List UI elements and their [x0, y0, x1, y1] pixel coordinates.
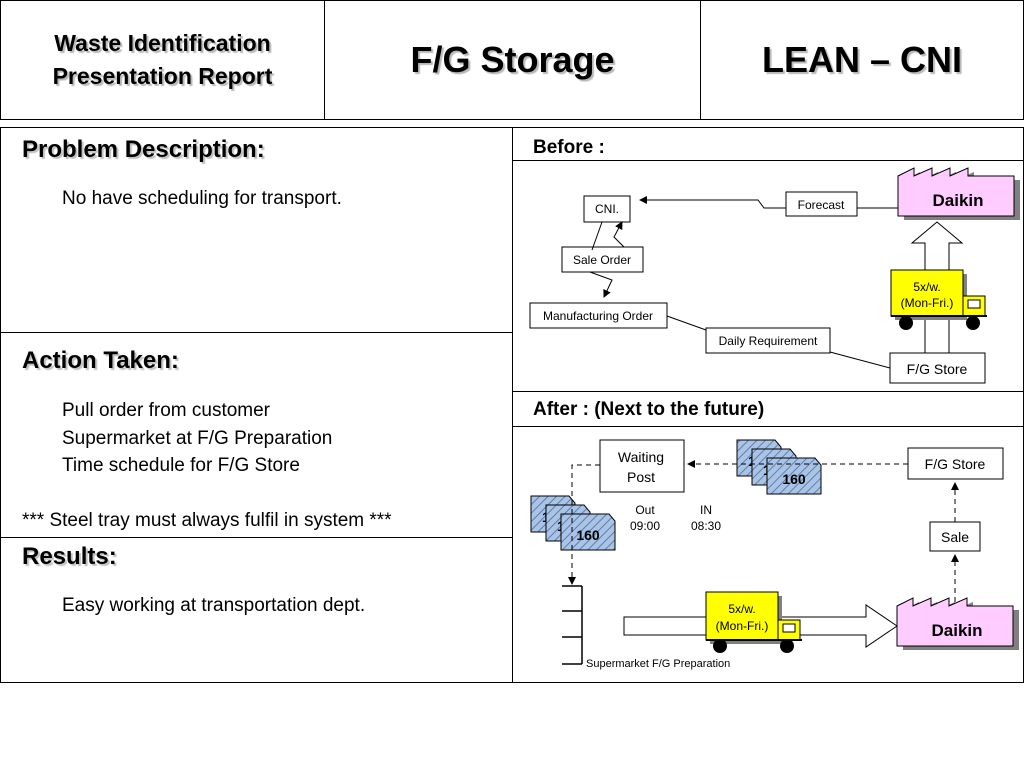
- action-item-3: Time schedule for F/G Store: [62, 455, 300, 476]
- results-text: Easy working at transportation dept.: [62, 595, 366, 616]
- after-title: After : (Next to the future): [533, 399, 765, 420]
- divider-problem-action: [0, 332, 512, 333]
- action-item-2: Supermarket at F/G Preparation: [62, 428, 333, 449]
- report-title-line-1: Waste Identification: [54, 30, 271, 56]
- divider-action-results: [0, 537, 512, 538]
- divider-before-title: [512, 160, 1024, 161]
- left-panel: [0, 127, 512, 683]
- area-title-cell: F/G Storage: [325, 1, 701, 119]
- problem-text: No have scheduling for transport.: [62, 188, 342, 209]
- problem-title: Problem Description:: [22, 136, 265, 163]
- divider-after-title: [512, 426, 1024, 427]
- action-note: *** Steel tray must always fulfil in sys…: [22, 510, 392, 531]
- project-title: LEAN – CNI: [761, 39, 963, 80]
- header-bar: Waste Identification Presentation Report…: [0, 0, 1024, 120]
- area-title: F/G Storage: [410, 39, 615, 80]
- before-title: Before :: [533, 137, 605, 158]
- action-item-1: Pull order from customer: [62, 400, 271, 421]
- action-title: Action Taken:: [22, 347, 179, 374]
- report-title-cell: Waste Identification Presentation Report: [1, 1, 325, 119]
- report-title-line-2: Presentation Report: [52, 63, 273, 89]
- divider-before-after: [512, 391, 1024, 392]
- results-title: Results:: [22, 543, 117, 570]
- project-title-cell: LEAN – CNI: [701, 1, 1023, 119]
